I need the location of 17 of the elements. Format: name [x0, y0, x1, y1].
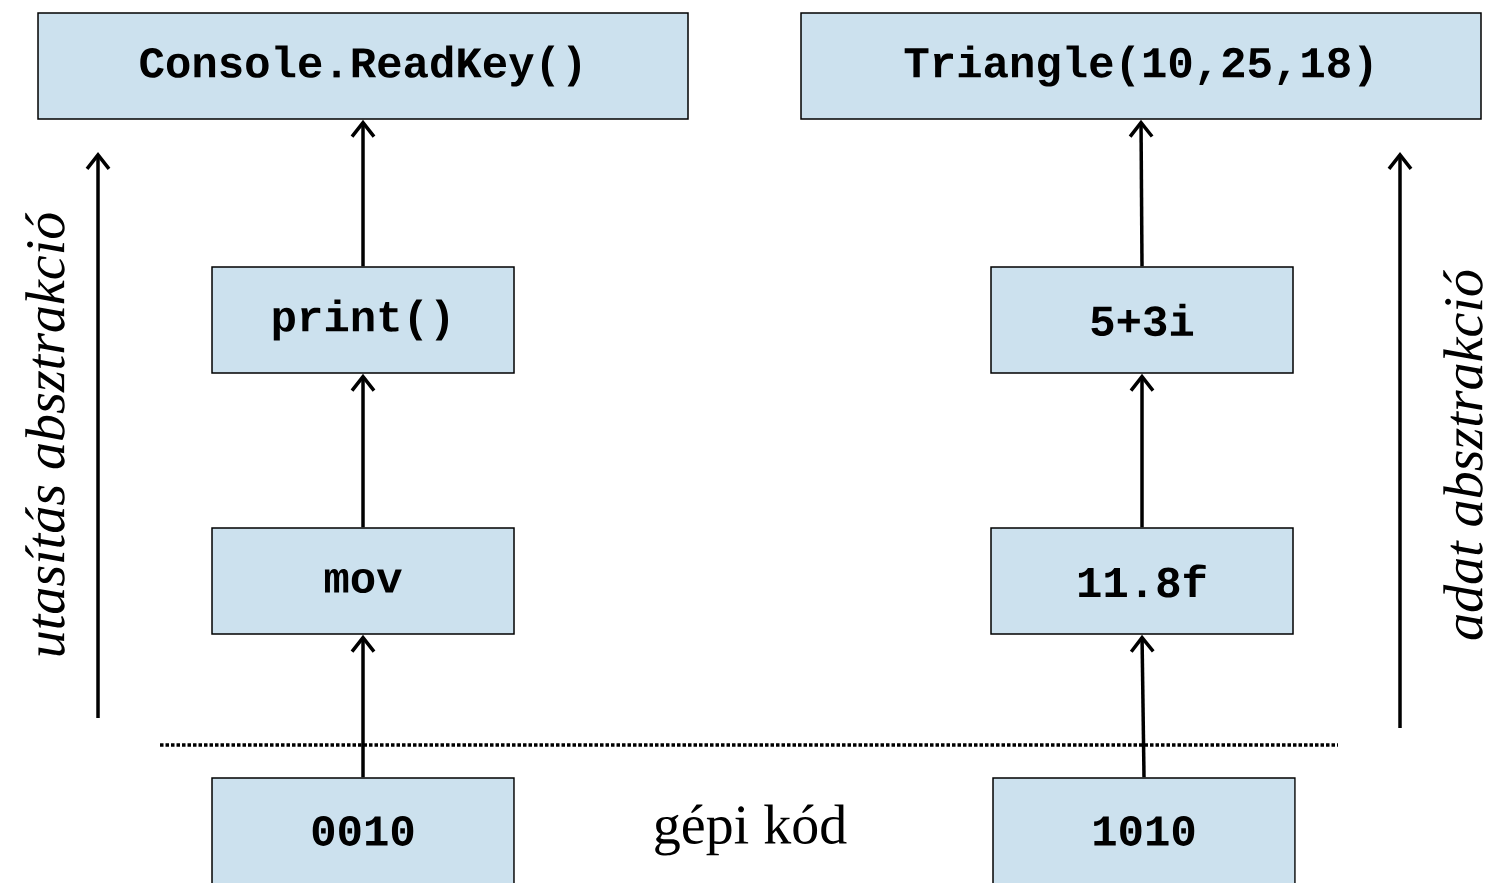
code-box: 11.8f [990, 527, 1294, 635]
arrow [1128, 119, 1154, 267]
arrow [1129, 634, 1155, 778]
code-box: 5+3i [990, 266, 1294, 374]
arrow [350, 119, 376, 267]
code-box: print() [211, 266, 515, 374]
arrow [350, 373, 376, 528]
axis-label: adat absztrakció [1443, 270, 1483, 640]
arrow [1129, 373, 1155, 528]
code-box: 1010 [992, 777, 1296, 883]
code-box: 0010 [211, 777, 515, 883]
axis-label: utasítás absztrakció [25, 212, 65, 656]
code-box: Console.ReadKey() [37, 12, 689, 120]
axis-label: gépi kód [655, 804, 847, 856]
code-box: mov [211, 527, 515, 635]
arrow [350, 634, 376, 778]
code-box: Triangle(10,25,18) [800, 12, 1482, 120]
